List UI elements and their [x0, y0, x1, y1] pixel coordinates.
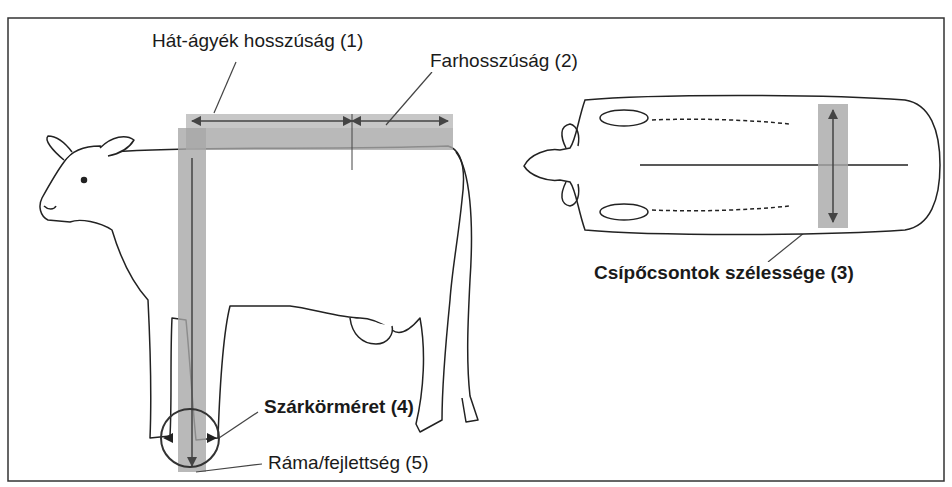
measure-label: Ráma/fejlettség (5) — [266, 452, 431, 474]
hip-width-band — [818, 104, 848, 228]
measure-label: Hát-ágyék hosszúság (1) — [150, 30, 365, 52]
measure-label: Szárkörméret (4) — [262, 396, 416, 418]
measure-label: Farhosszúság (2) — [428, 50, 580, 72]
cow-top — [524, 96, 940, 235]
frame — [8, 18, 944, 481]
cow-side — [40, 136, 478, 440]
measure-label: Csípőcsontok szélessége (3) — [592, 262, 856, 284]
measure-bars — [161, 114, 453, 472]
